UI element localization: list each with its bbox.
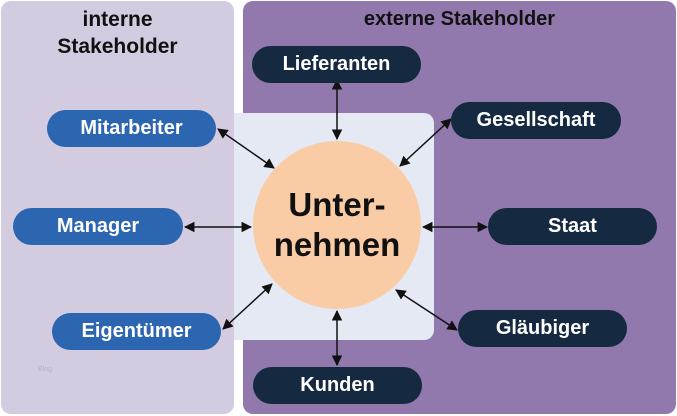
node-glaeubiger: Gläubiger — [458, 310, 627, 347]
external-panel-title: externe Stakeholder — [363, 8, 556, 30]
internal-panel-title: interne Stakeholder — [1, 6, 234, 60]
node-kunden: Kunden — [253, 367, 422, 404]
node-lieferanten: Lieferanten — [252, 46, 421, 83]
node-gesellschaft: Gesellschaft — [451, 102, 621, 139]
node-mitarbeiter: Mitarbeiter — [47, 110, 216, 147]
node-manager: Manager — [13, 208, 183, 245]
node-staat: Staat — [488, 208, 657, 245]
watermark: Blog — [38, 366, 53, 373]
arrow-glaeubiger — [395, 289, 458, 331]
company-label-line1: Unter- — [288, 186, 386, 223]
node-eigentuemer: Eigentümer — [52, 313, 221, 350]
arrow-gesellschaft — [399, 118, 452, 167]
arrow-mitarbeiter — [217, 128, 275, 169]
arrow-eigentuemer — [222, 283, 273, 330]
internal-title-line2: Stakeholder — [57, 35, 178, 58]
company-circle: Unter- nehmen — [253, 141, 421, 309]
company-label-line2: nehmen — [273, 226, 401, 263]
internal-title-line1: interne — [82, 8, 153, 31]
